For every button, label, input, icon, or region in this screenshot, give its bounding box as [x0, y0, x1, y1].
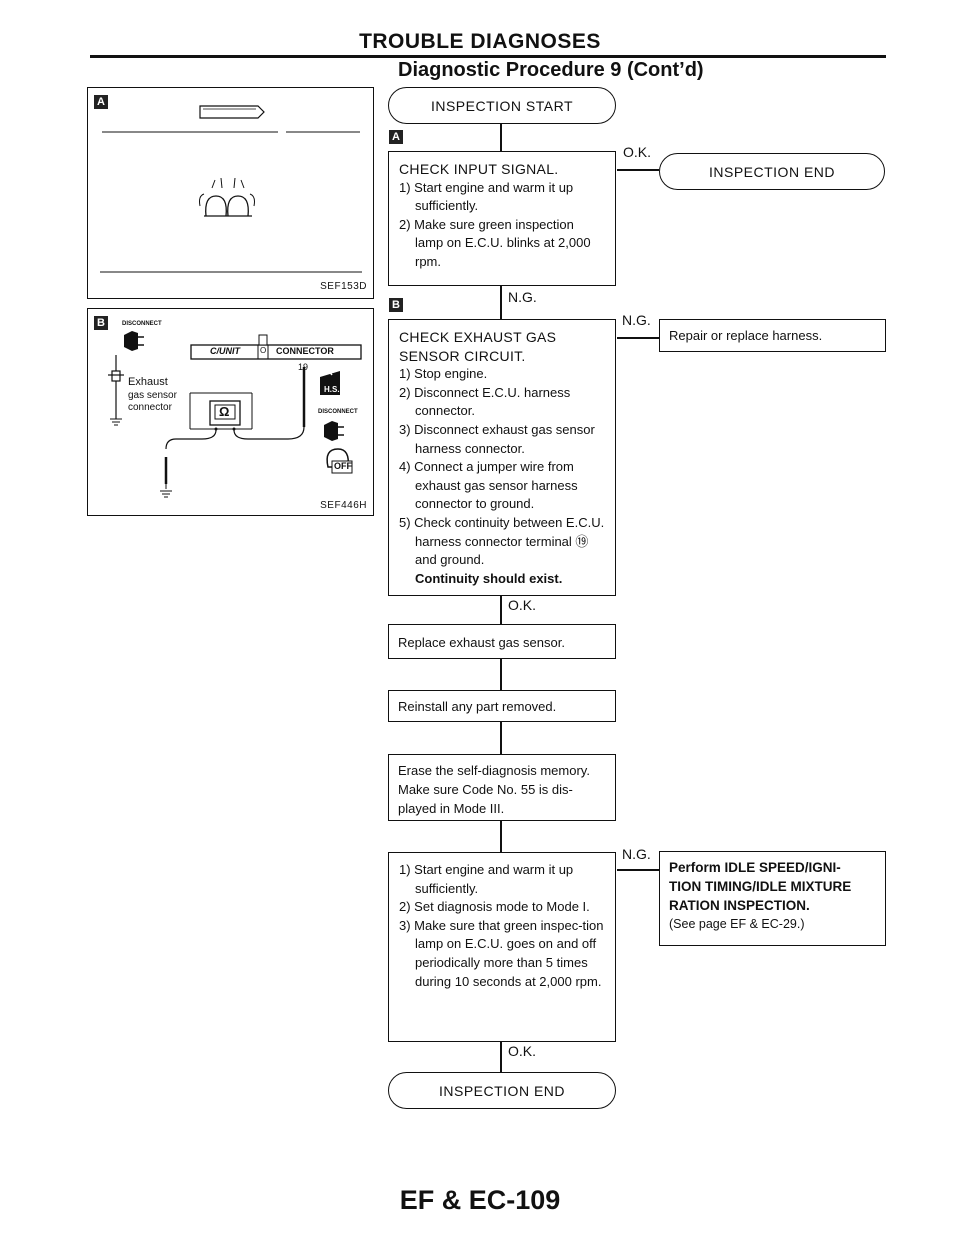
connector-line	[500, 659, 502, 690]
reinstall-box: Reinstall any part removed.	[388, 690, 616, 722]
disconnect-label-1: DISCONNECT	[122, 321, 162, 327]
connector-line	[500, 1042, 502, 1072]
replace-sensor-box: Replace exhaust gas sensor.	[388, 624, 616, 659]
disconnect-label-2: DISCONNECT	[318, 409, 358, 415]
perform-ref: (See page EF & EC-29.)	[669, 917, 805, 931]
repair-box: Repair or replace harness.	[659, 319, 886, 352]
check-input-item-1: 1) Start engine and warm it up sufficien…	[399, 179, 574, 214]
arrow-line-ok-1	[617, 169, 659, 171]
marker-a: A	[389, 130, 403, 144]
page-title: TROUBLE DIAGNOSES	[359, 30, 601, 53]
figure-a-lamp-icon	[100, 105, 362, 273]
ng-label-1: N.G.	[508, 289, 537, 305]
cunit-label: C/UNIT	[210, 346, 240, 356]
figure-a-code: SEF153D	[320, 281, 367, 292]
final-check-item-2: 2) Set diagnosis mode to Mode I.	[399, 899, 590, 915]
check-exhaust-item-2: 2) Disconnect E.C.U. harness connector.	[399, 384, 571, 419]
ok-label-3: O.K.	[508, 1043, 537, 1059]
check-exhaust-result: Continuity should exist.	[415, 570, 563, 586]
ng-label-2: N.G.	[622, 312, 651, 328]
perform-line-3: RATION INSPECTION.	[669, 898, 810, 913]
figure-a-label: A	[94, 95, 108, 109]
figure-b-panel: B DISCONNECT	[87, 308, 374, 516]
header-rule	[90, 55, 886, 58]
perform-idle-box: Perform IDLE SPEED/IGNI- TION TIMING/IDL…	[659, 851, 886, 946]
figure-a-panel: A SEF153D	[87, 87, 374, 299]
pin-label: O	[260, 346, 267, 355]
connector-line	[500, 596, 502, 624]
final-check-item-3: 3) Make sure that green inspec-tion lamp…	[399, 917, 604, 989]
page-number: EF & EC-109	[399, 1185, 561, 1215]
connector-line	[500, 124, 502, 151]
ok-label-2: O.K.	[508, 597, 537, 613]
figure-b-label: B	[94, 316, 108, 330]
ohm-symbol: Ω	[219, 404, 230, 419]
check-exhaust-item-4: 4) Connect a jumper wire from exhaust ga…	[399, 459, 578, 512]
connector-line	[500, 722, 502, 754]
erase-line-2: Make sure Code No. 55 is dis-	[398, 782, 573, 797]
final-check-item-1: 1) Start engine and warm it up sufficien…	[399, 862, 574, 896]
terminal-number: 19	[298, 362, 309, 372]
arrow-line-ng-3	[617, 869, 659, 871]
check-exhaust-item-1: 1) Stop engine.	[399, 366, 488, 382]
erase-line-3: played in Mode III.	[398, 801, 505, 816]
arrow-line-ng-2	[617, 337, 659, 339]
figure-b-code: SEF446H	[320, 500, 367, 511]
check-exhaust-box: CHECK EXHAUST GAS SENSOR CIRCUIT. 1) Sto…	[388, 319, 616, 596]
inspection-end-pill-2: INSPECTION END	[388, 1072, 616, 1109]
connector-line	[500, 286, 502, 319]
hs-label: H.S.	[324, 385, 340, 394]
check-exhaust-item-3: 3) Disconnect exhaust gas sensor harness…	[399, 421, 595, 456]
check-exhaust-item-5: 5) Check continuity between E.C.U. harne…	[399, 514, 605, 568]
final-check-box: 1) Start engine and warm it up sufficien…	[388, 852, 616, 1042]
page-subtitle: Diagnostic Procedure 9 (Cont’d)	[398, 59, 704, 81]
perform-line-2: TION TIMING/IDLE MIXTURE	[669, 879, 852, 894]
inspection-end-pill-1: INSPECTION END	[659, 153, 885, 190]
check-exhaust-head-2: SENSOR CIRCUIT.	[399, 347, 526, 364]
sensor-label-1: Exhaust	[128, 376, 168, 388]
sensor-label-3: connector	[128, 402, 172, 413]
marker-b: B	[389, 298, 403, 312]
erase-line-1: Erase the self-diagnosis memory.	[398, 763, 590, 778]
erase-memory-box: Erase the self-diagnosis memory. Make su…	[388, 754, 616, 821]
perform-line-1: Perform IDLE SPEED/IGNI-	[669, 860, 841, 875]
connector-label: CONNECTOR	[276, 346, 334, 356]
sensor-label-2: gas sensor	[128, 390, 177, 401]
check-exhaust-head-1: CHECK EXHAUST GAS	[399, 329, 557, 345]
check-input-head: CHECK INPUT SIGNAL.	[399, 161, 559, 177]
figure-b-circuit-icon	[108, 331, 362, 498]
check-input-item-2: 2) Make sure green inspection lamp on E.…	[399, 216, 591, 269]
inspection-start-pill: INSPECTION START	[388, 87, 616, 124]
connector-line	[500, 821, 502, 852]
ok-label-1: O.K.	[623, 144, 652, 160]
ng-label-3: N.G.	[622, 846, 651, 862]
check-input-box: CHECK INPUT SIGNAL. 1) Start engine and …	[388, 151, 616, 286]
off-label: OFF	[334, 461, 352, 471]
